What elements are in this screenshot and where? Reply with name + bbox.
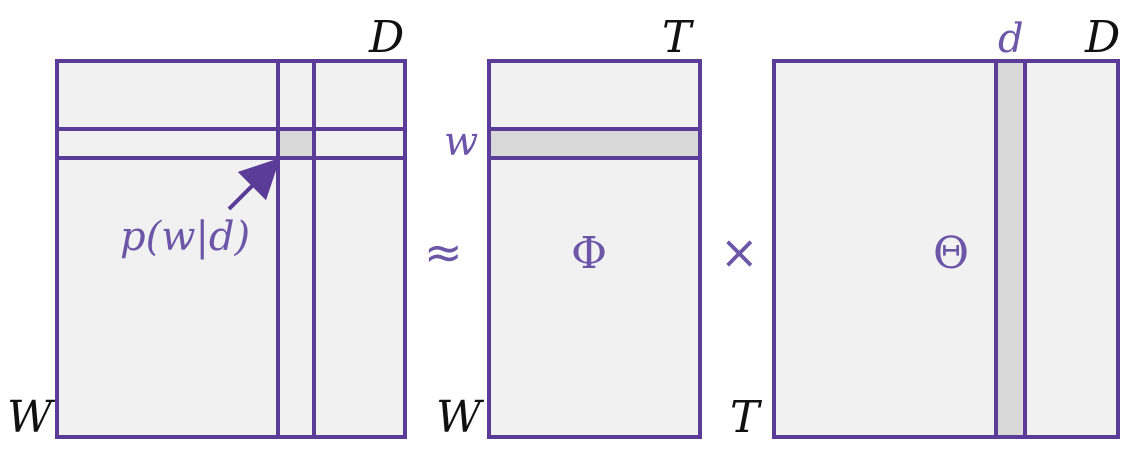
theta-matrix-body (772, 59, 1120, 439)
annotation-arrow (227, 157, 281, 211)
phi-matrix: T W w Φ (436, 12, 702, 443)
left-matrix-side-label: W (7, 392, 56, 443)
phi-symbol: Φ (571, 228, 607, 279)
theta-matrix-side-label: T (730, 392, 763, 443)
theta-symbol: Θ (933, 228, 969, 279)
approx-operator: ≈ (424, 225, 463, 279)
theta-matrix-column-highlight (996, 63, 1025, 435)
theta-matrix-column-label: d (998, 16, 1024, 62)
left-matrix-body (55, 59, 407, 439)
probability-annotation: p(w|d) (120, 214, 250, 260)
left-matrix-top-label: D (368, 12, 404, 63)
theta-matrix: D T d Θ (730, 12, 1120, 443)
left-matrix: D W p(w|d) (7, 12, 407, 443)
phi-matrix-row-label: w (444, 119, 478, 165)
phi-matrix-top-label: T (662, 12, 695, 63)
phi-matrix-side-label: W (436, 392, 485, 443)
times-operator: × (720, 225, 759, 279)
phi-matrix-row-highlight (491, 129, 698, 158)
phi-matrix-body (487, 59, 702, 439)
theta-matrix-top-label: D (1084, 12, 1120, 63)
left-matrix-cell-highlight (278, 129, 314, 158)
